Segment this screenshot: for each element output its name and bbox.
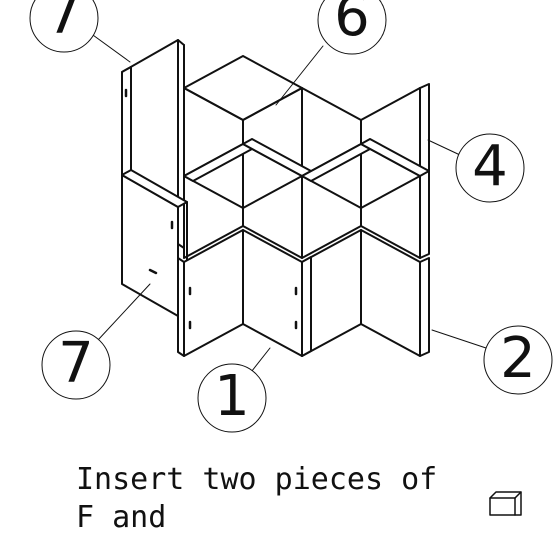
exploded-assembly-diagram: 7 6 4 7 1 2: [29, 0, 553, 516]
callout-circle-7-lower: [41, 330, 111, 400]
callout-label-1: 1: [214, 364, 250, 429]
callout-label-6: 6: [334, 0, 370, 49]
callout-label-7-lower: 7: [58, 331, 94, 396]
callout-label-7-upper: 7: [46, 0, 82, 47]
leader-2: [431, 329, 487, 349]
board-piece-icon: [489, 491, 522, 516]
leader-6: [275, 45, 324, 106]
leader-4: [427, 139, 461, 156]
leader-7-lower: [97, 283, 151, 341]
callout-circle-7-upper: [29, 0, 99, 53]
panel-middle-row: [183, 138, 430, 259]
callout-label-4: 4: [472, 134, 508, 199]
callout-circle-6: [317, 0, 387, 55]
callout-label-2: 2: [500, 326, 536, 391]
callout-circle-4: [455, 133, 525, 203]
assembly-step-figure: 7 6 4 7 1 2 Insert two pieces of F and: [29, 0, 553, 535]
leader-lines: [85, 29, 487, 377]
callout-circle-2: [483, 325, 553, 395]
callout-circle-1: [197, 363, 267, 433]
callout-circles: [29, 0, 553, 433]
panel-1-front: [177, 229, 430, 357]
instruction-line-2: F and: [76, 500, 167, 535]
instruction-line-1: Insert two pieces of: [76, 462, 438, 497]
